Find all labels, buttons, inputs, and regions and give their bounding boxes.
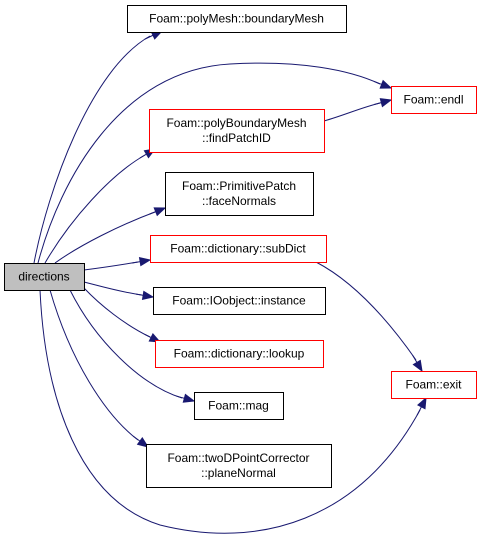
edge-line xyxy=(83,281,143,296)
node-exit[interactable]: Foam::exit xyxy=(391,371,477,399)
edge-directions-to-mag xyxy=(69,289,196,403)
node-planeNormal[interactable]: Foam::twoDPointCorrector::planeNormal xyxy=(146,444,332,488)
node-label: Foam::IOobject::instance xyxy=(172,294,306,308)
arrowhead xyxy=(136,437,150,448)
node-label: Foam::dictionary::lookup xyxy=(174,347,305,361)
edge-line xyxy=(83,261,139,271)
arrowhead xyxy=(138,257,152,267)
node-label: Foam::polyBoundaryMesh xyxy=(166,116,306,130)
node-lookup[interactable]: Foam::dictionary::lookup xyxy=(155,340,324,368)
node-box xyxy=(391,86,477,114)
node-faceNormals[interactable]: Foam::PrimitivePatch::faceNormals xyxy=(165,172,314,216)
edge-directions-to-exit xyxy=(39,289,427,534)
arrowhead xyxy=(153,207,167,217)
node-box xyxy=(146,444,332,488)
node-boundaryMesh[interactable]: Foam::polyMesh::boundaryMesh xyxy=(127,5,347,33)
node-label: ::planeNormal xyxy=(201,466,276,480)
node-label: Foam::endl xyxy=(403,93,463,107)
node-mag[interactable]: Foam::mag xyxy=(194,392,284,420)
arrowhead xyxy=(148,333,162,343)
node-label: Foam::PrimitivePatch xyxy=(182,179,296,193)
arrowhead xyxy=(417,396,427,410)
node-box xyxy=(391,371,477,399)
arrowhead xyxy=(141,290,155,300)
edge-directions-to-faceNormals xyxy=(54,207,167,264)
node-box xyxy=(150,235,327,263)
arrowhead xyxy=(379,79,393,89)
arrowhead xyxy=(182,393,196,403)
node-label: directions xyxy=(18,270,69,284)
edge-line xyxy=(323,102,381,122)
node-box xyxy=(165,172,314,216)
edge-line xyxy=(49,289,139,441)
node-box xyxy=(4,263,85,291)
node-instance[interactable]: Foam::IOobject::instance xyxy=(153,287,326,315)
edge-line xyxy=(69,289,183,399)
arrowhead xyxy=(379,98,393,108)
edge-directions-to-boundaryMesh xyxy=(33,30,164,264)
edge-line xyxy=(37,62,381,264)
nodes-layer: directions Foam::polyMesh::boundaryMeshFo… xyxy=(4,5,477,488)
node-findPatchID[interactable]: Foam::polyBoundaryMesh::findPatchID xyxy=(149,109,325,153)
node-box xyxy=(194,392,284,420)
edge-directions-to-instance xyxy=(83,281,155,300)
edge-line xyxy=(39,289,421,534)
node-endl[interactable]: Foam::endl xyxy=(391,86,477,114)
node-subDict[interactable]: Foam::dictionary::subDict xyxy=(150,235,327,263)
node-box xyxy=(149,109,325,153)
edge-line xyxy=(44,154,146,264)
edge-directions-to-subDict xyxy=(83,257,152,271)
edge-findPatchID-to-endl xyxy=(323,98,393,122)
node-label: Foam::dictionary::subDict xyxy=(170,242,306,256)
edge-directions-to-endl xyxy=(37,62,393,264)
node-box xyxy=(153,287,326,315)
edge-line xyxy=(54,211,156,264)
node-label: Foam::twoDPointCorrector xyxy=(167,451,309,465)
node-directions: directions xyxy=(4,263,85,291)
edge-subDict-to-exit xyxy=(315,261,423,373)
arrowhead xyxy=(412,359,423,373)
edge-directions-to-lookup xyxy=(83,287,162,343)
node-box xyxy=(127,5,347,33)
node-label: Foam::mag xyxy=(208,399,269,413)
node-label: ::findPatchID xyxy=(202,131,271,145)
edge-line xyxy=(33,35,151,264)
edge-directions-to-planeNormal xyxy=(49,289,150,448)
node-label: Foam::exit xyxy=(405,378,462,392)
edge-line xyxy=(83,287,151,338)
node-box xyxy=(155,340,324,368)
edge-line xyxy=(315,261,417,361)
node-label: ::faceNormals xyxy=(202,194,276,208)
node-label: Foam::polyMesh::boundaryMesh xyxy=(149,12,324,26)
